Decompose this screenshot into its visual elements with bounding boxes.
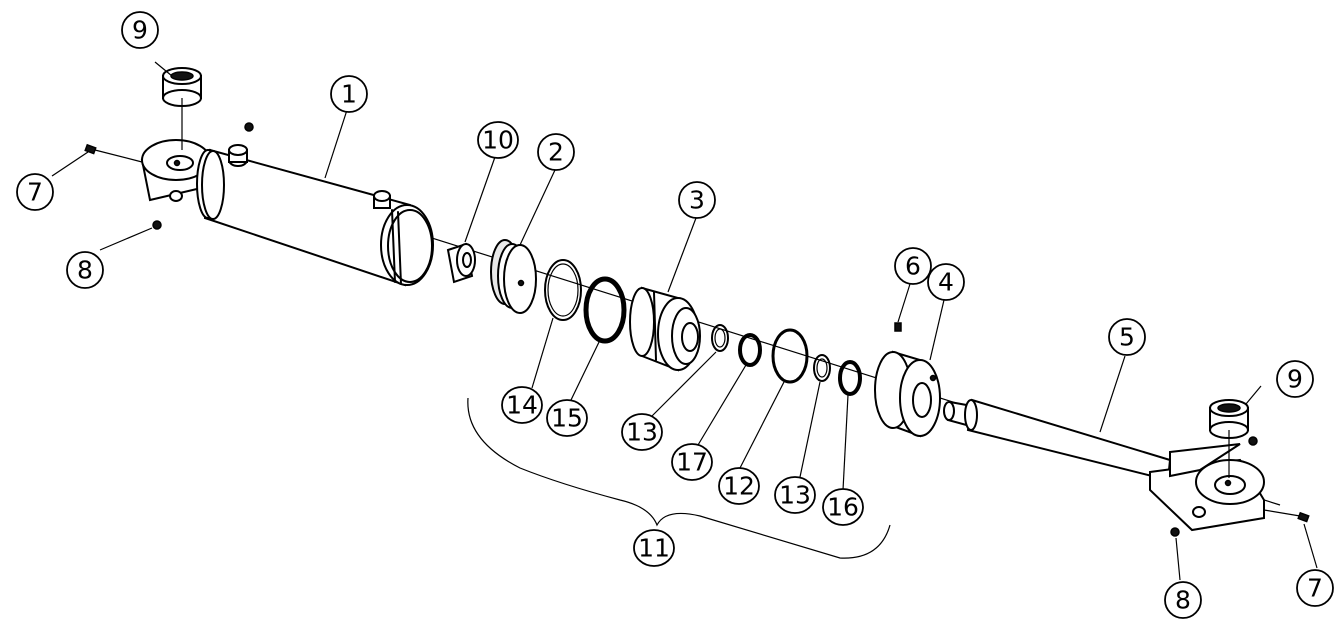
grease-fitting-right-top xyxy=(1248,436,1258,446)
balloon-13-b: 13 xyxy=(774,476,816,514)
part-seal-15 xyxy=(583,276,627,344)
balloon-14-label: 14 xyxy=(506,391,538,420)
part-piston xyxy=(629,286,701,372)
balloon-4: 4 xyxy=(927,263,965,301)
balloon-12-label: 12 xyxy=(723,472,755,501)
part-seal-17 xyxy=(738,333,762,367)
balloon-8-right-label: 8 xyxy=(1175,586,1191,615)
cylinder-barrel xyxy=(196,144,434,287)
kit-brace xyxy=(467,397,891,559)
balloon-7-left: 7 xyxy=(16,173,54,211)
grease-fitting-left xyxy=(152,220,162,230)
balloon-14: 14 xyxy=(501,386,543,424)
balloon-7-left-label: 7 xyxy=(27,178,43,207)
part-end-cap xyxy=(874,322,941,438)
part-o-ring-13b xyxy=(813,354,831,382)
balloon-6: 6 xyxy=(894,247,932,285)
balloon-15: 15 xyxy=(546,399,588,437)
balloon-13-a: 13 xyxy=(621,413,663,451)
balloon-4-label: 4 xyxy=(938,268,954,297)
balloon-8-right: 8 xyxy=(1164,581,1202,619)
part-bearing-right xyxy=(1209,399,1249,478)
pin-left xyxy=(84,143,97,155)
balloon-7-right: 7 xyxy=(1296,569,1334,607)
left-clevis-eye xyxy=(140,139,216,202)
balloon-9-left: 9 xyxy=(121,11,159,49)
balloon-6-label: 6 xyxy=(905,252,921,281)
balloon-11-label: 11 xyxy=(638,534,670,563)
balloon-1: 1 xyxy=(330,75,368,113)
leader-lines xyxy=(51,61,1318,581)
balloon-7-right-label: 7 xyxy=(1307,574,1323,603)
balloon-5-label: 5 xyxy=(1119,323,1135,352)
balloon-5: 5 xyxy=(1108,318,1146,356)
balloon-8-left-label: 8 xyxy=(77,256,93,285)
part-wear-ring xyxy=(544,259,582,321)
balloon-12: 12 xyxy=(718,467,760,505)
balloon-10: 10 xyxy=(477,121,519,159)
balloon-8-left: 8 xyxy=(66,251,104,289)
balloon-3: 3 xyxy=(678,181,716,219)
balloon-16: 16 xyxy=(822,488,864,526)
balloon-10-label: 10 xyxy=(482,126,514,155)
balloon-13-b-label: 13 xyxy=(779,481,811,510)
balloon-2-label: 2 xyxy=(548,138,564,167)
balloon-15-label: 15 xyxy=(551,404,583,433)
balloon-3-label: 3 xyxy=(689,186,705,215)
balloon-9-left-label: 9 xyxy=(132,16,148,45)
balloon-2: 2 xyxy=(537,133,575,171)
balloon-13-a-label: 13 xyxy=(626,418,658,447)
part-nut xyxy=(446,242,476,284)
part-head xyxy=(490,239,537,314)
part-seal-16 xyxy=(838,360,862,396)
part-rod xyxy=(943,398,1265,532)
balloon-1-label: 1 xyxy=(341,80,357,109)
balloon-16-label: 16 xyxy=(827,493,859,522)
balloon-11: 11 xyxy=(633,529,675,567)
part-bearing-left xyxy=(162,67,202,150)
balloon-9-right: 9 xyxy=(1276,360,1314,398)
balloon-17-label: 17 xyxy=(676,448,708,477)
part-o-ring-13a xyxy=(711,324,729,352)
balloon-17: 17 xyxy=(671,443,713,481)
pin-right xyxy=(1297,511,1310,523)
grease-fitting-left-top xyxy=(244,122,254,132)
grease-fitting-right xyxy=(1170,527,1180,537)
part-o-ring-12 xyxy=(771,328,809,384)
balloon-9-right-label: 9 xyxy=(1287,365,1303,394)
